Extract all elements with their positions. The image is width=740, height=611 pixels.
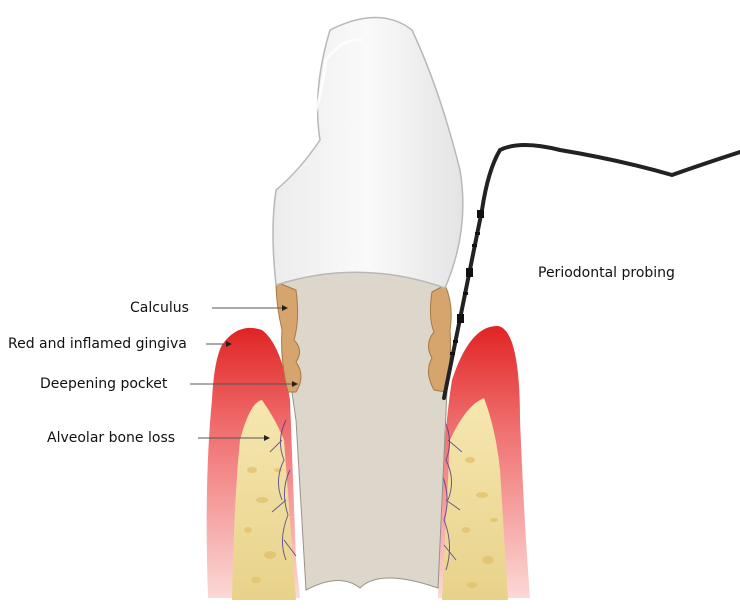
label-periodontal-probing: Periodontal probing: [538, 264, 675, 282]
label-red-inflamed-gingiva: Red and inflamed gingiva: [8, 335, 187, 353]
tooth-crown: [273, 18, 463, 289]
label-deepening-pocket: Deepening pocket: [40, 375, 167, 393]
label-alveolar-bone-loss: Alveolar bone loss: [47, 429, 175, 447]
label-calculus: Calculus: [130, 299, 189, 317]
tooth-root: [276, 271, 447, 590]
